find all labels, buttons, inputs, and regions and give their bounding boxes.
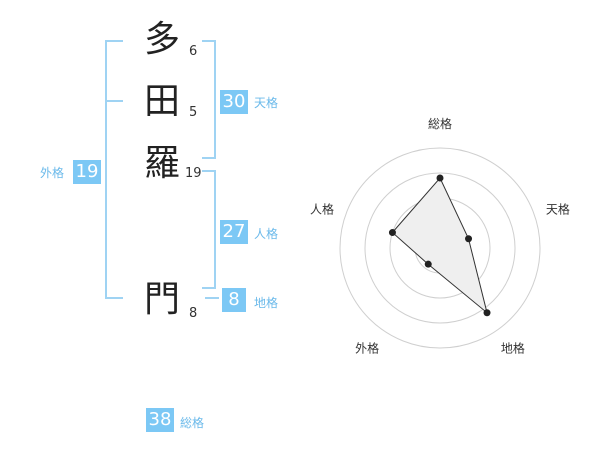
gaikaku-label: 外格 <box>40 166 65 180</box>
soukaku-value: 38 <box>146 408 174 432</box>
tenkaku-bracket-top <box>202 40 216 42</box>
soukaku-label: 総格 <box>180 416 205 430</box>
gaikaku-bracket-mid <box>105 100 123 102</box>
stroke-count-3: 19 <box>185 166 202 181</box>
stroke-count-1: 6 <box>189 44 198 59</box>
chikaku-value: 8 <box>222 288 246 312</box>
radar-ring-4 <box>339 147 541 349</box>
jinkaku-bracket-vertical <box>214 170 216 288</box>
radar-axis-label-5: 人格 <box>310 202 334 217</box>
jinkaku-bracket-top <box>202 170 216 172</box>
gaikaku-bracket-bottom <box>105 297 123 299</box>
gaikaku-bracket-vertical <box>105 40 107 298</box>
chikaku-bracket-line <box>205 297 219 299</box>
radar-ring-3 <box>364 172 516 324</box>
radar-axis-label-4: 外格 <box>355 340 379 355</box>
tenkaku-bracket-bottom <box>202 157 216 159</box>
stroke-count-4: 8 <box>189 306 198 321</box>
jinkaku-bracket-bottom <box>202 287 216 289</box>
radar-axis-label-3: 地格 <box>501 340 525 355</box>
stroke-count-2: 5 <box>189 105 198 120</box>
radar-point-5 <box>388 229 396 237</box>
radar-point-4 <box>424 260 432 268</box>
jinkaku-value: 27 <box>220 220 248 244</box>
radar-point-1 <box>436 174 444 182</box>
tenkaku-label: 天格 <box>254 96 279 110</box>
radar-axis-label-1: 総格 <box>428 116 452 131</box>
radar-axis-label-2: 天格 <box>546 202 570 217</box>
name-char-2: 田 <box>143 81 180 122</box>
tenkaku-bracket-vertical <box>214 40 216 158</box>
name-char-1: 多 <box>143 19 180 60</box>
gaikaku-value: 19 <box>73 160 101 184</box>
radar-point-2 <box>465 235 473 243</box>
gaikaku-bracket-top <box>105 40 123 42</box>
radar-point-3 <box>483 309 491 317</box>
tenkaku-value: 30 <box>220 90 248 114</box>
jinkaku-label: 人格 <box>254 227 279 241</box>
radar-value-polygon <box>391 177 488 315</box>
name-char-4: 門 <box>143 279 180 320</box>
chikaku-label: 地格 <box>254 296 279 310</box>
name-char-3: 羅 <box>143 143 180 184</box>
